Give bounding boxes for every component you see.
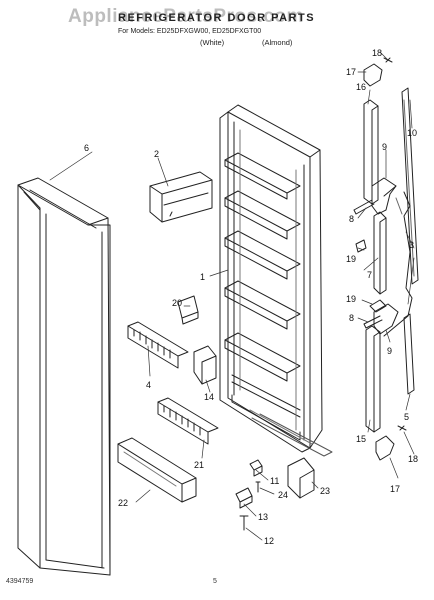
callout-17-lower: 17 [390, 484, 400, 494]
callout-17-upper: 17 [346, 67, 356, 77]
watermark: AppliancePartsPros.com [68, 6, 304, 27]
callout-10: 10 [407, 128, 417, 138]
rail-end-cap [193, 345, 217, 385]
callout-1: 1 [200, 272, 205, 282]
variant-white: (White) [200, 38, 225, 47]
callout-18-lower: 18 [408, 454, 418, 464]
callout-18-upper: 18 [372, 48, 382, 58]
callout-8-lower: 8 [349, 313, 354, 323]
hinge-brackets [363, 57, 407, 461]
page-number: 5 [213, 578, 217, 585]
callout-21: 21 [194, 460, 204, 470]
callout-22: 22 [118, 498, 128, 508]
upper-hinge [371, 177, 397, 215]
figure-code: 4394759 [6, 578, 34, 585]
lower-trim-strip [365, 325, 381, 433]
callout-11: 11 [270, 476, 279, 486]
nameplate [177, 295, 199, 325]
callout-labels: 6 2 1 3 4 5 7 8 8 9 9 10 11 12 13 14 15 … [84, 48, 418, 546]
leader-lines [49, 51, 415, 541]
door-bin [117, 437, 197, 503]
callout-9-upper: 9 [382, 142, 387, 152]
hinge-screws [353, 199, 387, 329]
variant-almond: (Almond) [262, 38, 293, 47]
door-gasket [17, 177, 111, 576]
callout-13: 13 [258, 512, 268, 522]
callout-3: 3 [409, 240, 414, 250]
callout-19-lower: 19 [346, 294, 356, 304]
callout-8-upper: 8 [349, 214, 354, 224]
callout-7: 7 [367, 270, 372, 280]
upper-trim-strip [363, 99, 379, 205]
lower-hinge [373, 303, 399, 335]
callout-5: 5 [404, 412, 409, 422]
callout-16: 16 [356, 82, 366, 92]
hinge-cover [287, 457, 315, 499]
door-stop [383, 191, 413, 337]
callout-6: 6 [84, 143, 89, 153]
door-bottom-trim [251, 413, 333, 457]
bottom-hinge-hardware [235, 459, 263, 531]
model-numbers: For Models: ED25DFXGW00, ED25DFXGT00 [118, 28, 262, 35]
callout-20: 20 [172, 298, 182, 308]
callout-2: 2 [154, 149, 159, 159]
diagram-title: REFRIGERATOR DOOR PARTS [118, 12, 316, 24]
door-rail-lower [157, 397, 219, 445]
callout-15: 15 [356, 434, 366, 444]
callout-23: 23 [320, 486, 330, 496]
callout-24: 24 [278, 490, 288, 500]
middle-trim-strip [373, 211, 387, 295]
door-liner [219, 104, 323, 453]
dairy-door [149, 171, 213, 223]
callout-14: 14 [204, 392, 214, 402]
callout-19-upper: 19 [346, 254, 356, 264]
lower-seal-strip [403, 313, 415, 395]
seal-strip [401, 87, 419, 285]
door-rail-upper [127, 321, 189, 369]
callout-12: 12 [264, 536, 274, 546]
callout-9-lower: 9 [387, 346, 392, 356]
callout-4: 4 [146, 380, 151, 390]
